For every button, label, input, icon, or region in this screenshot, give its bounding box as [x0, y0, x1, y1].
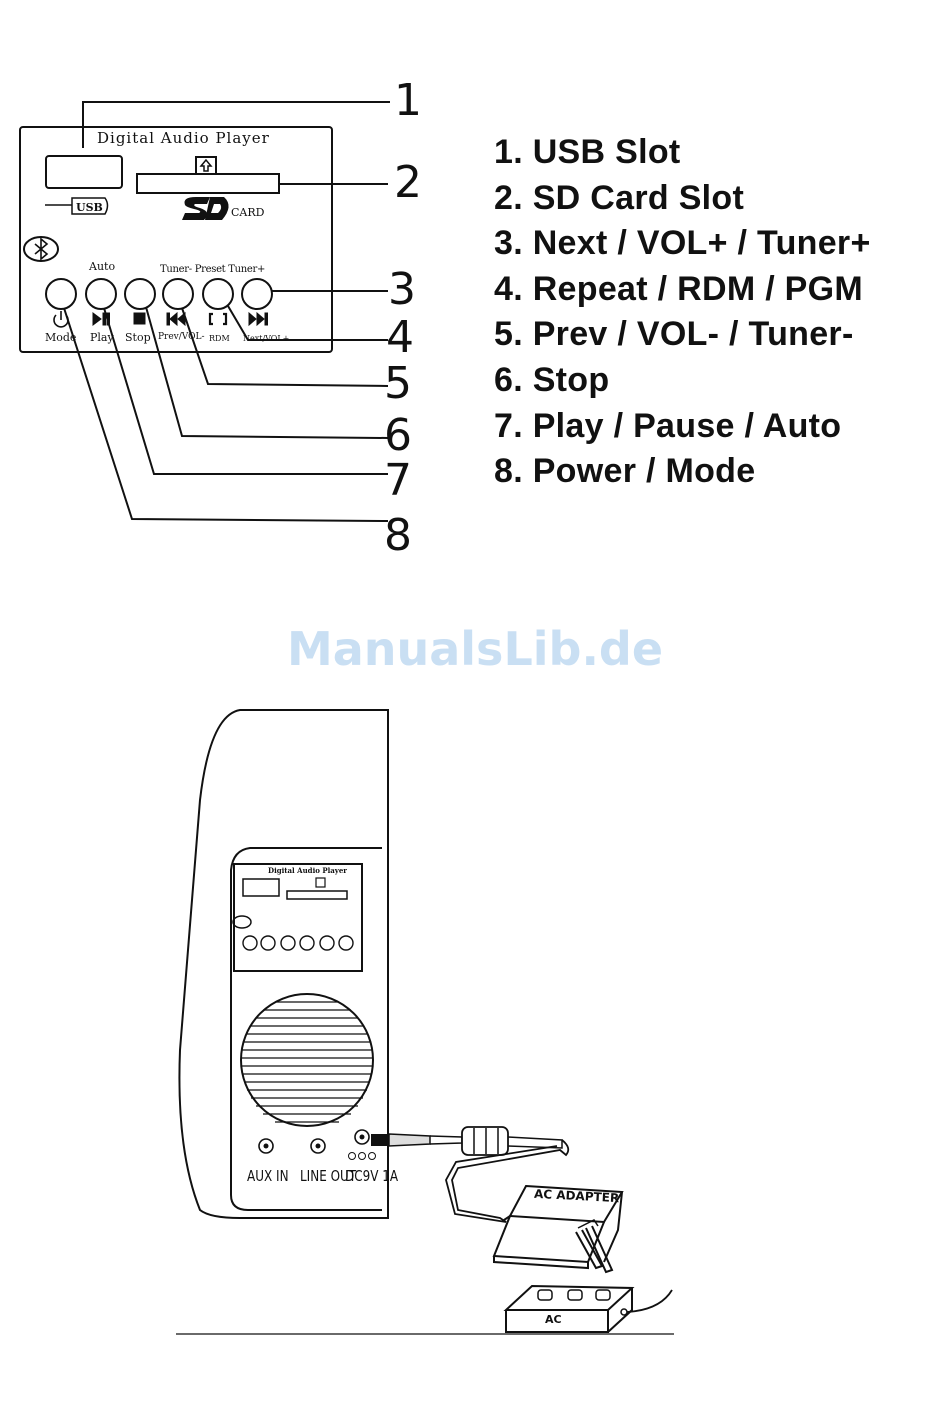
- ac-adapter: [492, 1184, 624, 1274]
- ac-outlet-label: AC: [545, 1313, 562, 1326]
- line-out-label: LINE OUT: [300, 1167, 357, 1185]
- play-button: [85, 278, 117, 310]
- callout-5: 5: [384, 358, 412, 409]
- aux-in-label: AUX IN: [247, 1167, 289, 1185]
- button-label-mode: Mode: [45, 331, 77, 344]
- bluetooth-icon: [23, 236, 59, 262]
- button-label-prev: Prev/VOL-: [158, 332, 205, 342]
- sd-card-label: CARD: [231, 206, 265, 219]
- legend-item: 3. Next / VOL+ / Tuner+: [494, 224, 871, 263]
- legend-item: 7. Play / Pause / Auto: [494, 406, 842, 445]
- stop-button: [124, 278, 156, 310]
- callout-3: 3: [388, 264, 416, 315]
- speaker-grille-lines: [241, 1001, 373, 1123]
- callout-6: 6: [384, 410, 412, 461]
- usb-slot: [45, 155, 123, 189]
- device-front-panel: [230, 847, 382, 1211]
- button-label-rdm: RDM: [209, 334, 230, 343]
- callout-1: 1: [394, 75, 422, 126]
- line-out-jack: [310, 1138, 326, 1154]
- control-panel-diagram: [19, 101, 390, 522]
- repeat-icon: [208, 312, 228, 326]
- dc-in-label: DC9V 1A: [345, 1167, 399, 1185]
- speaker-grille: [240, 993, 374, 1127]
- stop-icon: [133, 312, 146, 325]
- device-body: [178, 709, 389, 1219]
- aux-in-jack: [258, 1138, 274, 1154]
- panel-title: Digital Audio Player: [97, 129, 270, 147]
- callout-7: 7: [384, 455, 412, 506]
- mini-panel-title: Digital Audio Player: [268, 866, 347, 875]
- callout-4: 4: [386, 312, 414, 363]
- power-icon: [53, 314, 69, 328]
- mode-button: [45, 278, 77, 310]
- usb-label: USB: [76, 201, 103, 214]
- legend-item: 4. Repeat / RDM / PGM: [494, 269, 864, 308]
- prev-icon: [166, 311, 186, 327]
- legend-item: 6. Stop: [494, 360, 610, 399]
- watermark: ManualsLib.de: [286, 622, 664, 676]
- sd-logo-icon: [182, 197, 229, 220]
- sd-arrow-box: [195, 156, 217, 175]
- button-label-next: Next/VOL+: [243, 334, 290, 343]
- dc-power-cable: [371, 1126, 570, 1223]
- legend-list: 1. USB Slot 2. SD Card Slot 3. Next / VO…: [494, 130, 871, 495]
- mini-bluetooth-icon: [232, 915, 252, 929]
- legend-item: 1. USB Slot: [494, 133, 681, 171]
- play-pause-icon: [92, 312, 102, 326]
- legend-item: 2. SD Card Slot: [494, 178, 745, 217]
- tuner-preset-label: Tuner- Preset Tuner+: [160, 264, 266, 275]
- auto-label: Auto: [89, 260, 116, 273]
- next-button: [241, 278, 273, 310]
- button-label-stop: Stop: [125, 331, 151, 344]
- repeat-button: [202, 278, 234, 310]
- legend-item: 8. Power / Mode: [494, 452, 756, 491]
- callout-8: 8: [384, 510, 412, 561]
- callout-2: 2: [394, 157, 422, 208]
- panel-outline: [19, 126, 333, 353]
- ac-outlet: [503, 1284, 673, 1333]
- dc-in-jack: [354, 1129, 370, 1145]
- next-icon: [248, 311, 268, 327]
- button-label-play: Play: [90, 331, 114, 344]
- legend-item: 5. Prev / VOL- / Tuner-: [494, 315, 854, 354]
- prev-button: [162, 278, 194, 310]
